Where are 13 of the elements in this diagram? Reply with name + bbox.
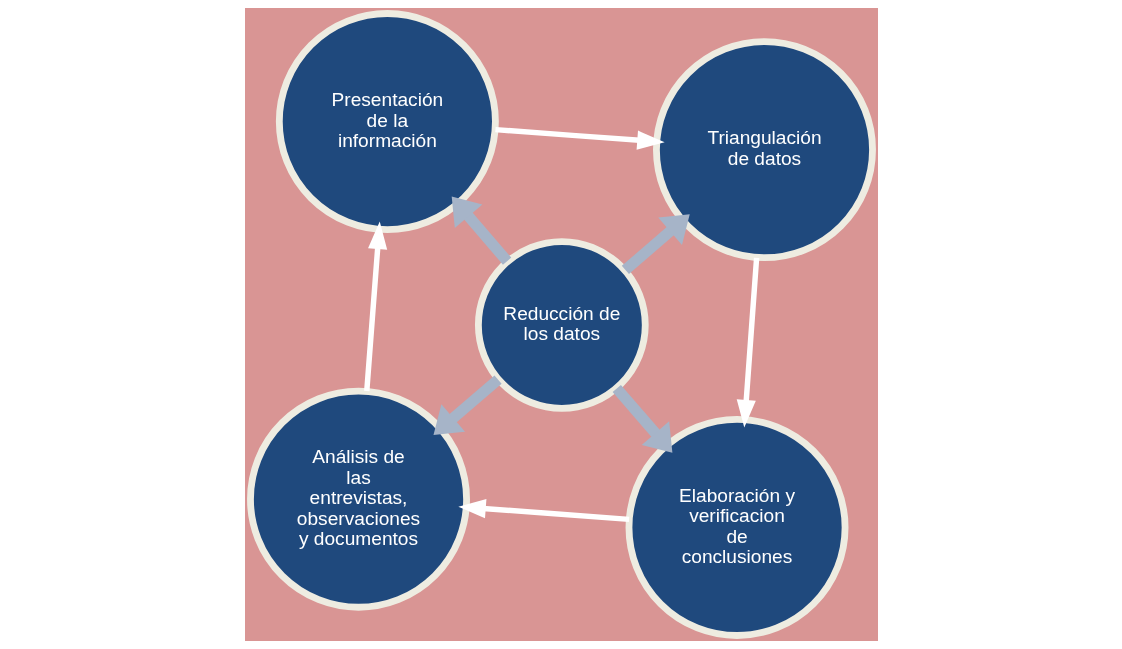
arrow [736,257,759,428]
node-circle: Presentación de la información [275,10,499,234]
arrow [494,126,665,150]
arrow [363,221,387,392]
arrow [451,196,511,265]
arrow [612,384,672,453]
node-circle: Elaboración y verificacion de conclusiones [625,415,848,639]
arrow [457,499,629,523]
node-circle: Análisis de las entrevistas, observaciones y documentos [246,387,470,611]
arrow [433,375,502,435]
node-circle: Triangulación de datos [652,38,876,262]
arrow [621,214,690,275]
node-circle: Reducción de los datos [474,238,649,412]
